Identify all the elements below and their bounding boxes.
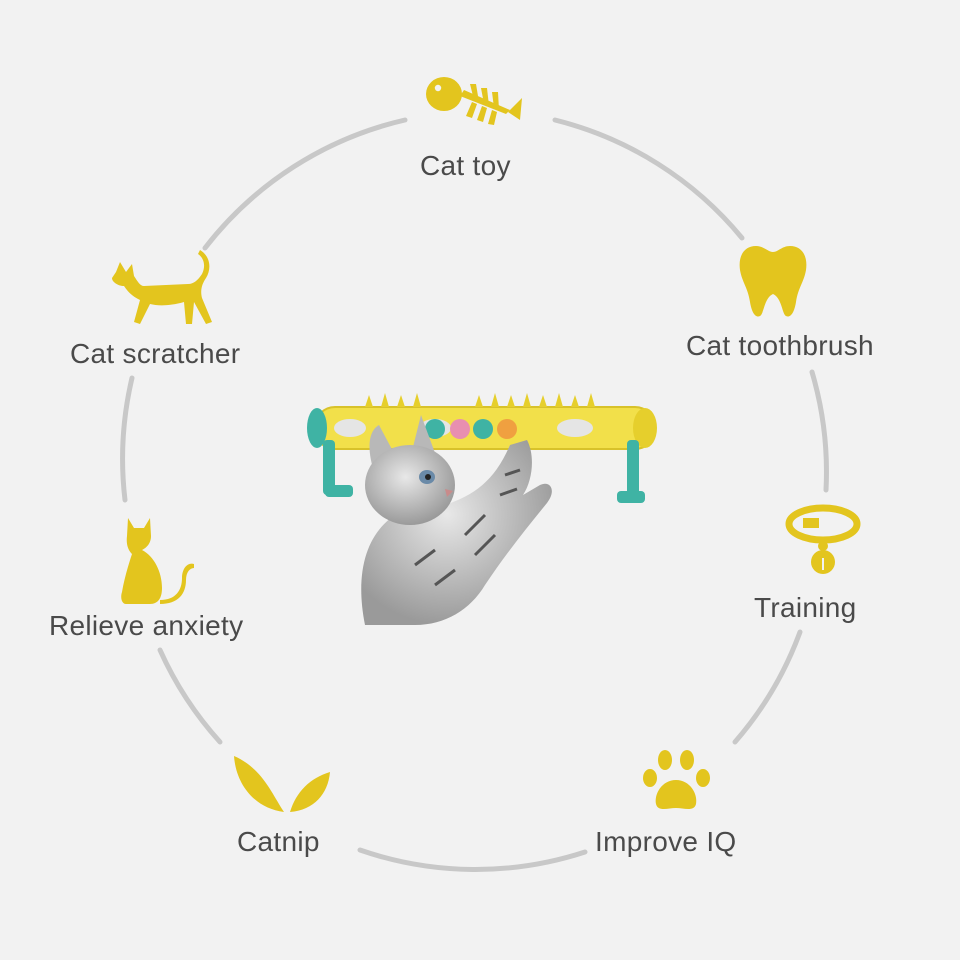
feature-label: Improve IQ — [595, 826, 737, 857]
paw-icon — [643, 750, 710, 809]
ring-segment — [552, 117, 745, 241]
ring-segment — [202, 117, 408, 251]
feature-label: Catnip — [237, 826, 320, 857]
feature-label: Training — [754, 592, 857, 623]
fishbone-icon — [426, 77, 522, 125]
product-photo — [307, 393, 657, 625]
ring-segment — [157, 647, 223, 745]
ring-segment — [732, 629, 803, 745]
walking-cat-icon — [112, 250, 212, 324]
toy-track — [314, 393, 656, 450]
collar-icon — [785, 504, 861, 574]
feature-label: Cat toothbrush — [686, 330, 874, 361]
sitting-cat-icon — [121, 518, 194, 604]
leaf-icon — [234, 756, 330, 812]
ring-segment — [120, 375, 135, 503]
suction-mount — [307, 408, 657, 503]
ring-segment — [357, 847, 588, 872]
kitten — [361, 415, 552, 625]
feature-label: Cat toy — [420, 150, 511, 181]
feature-label: Relieve anxiety — [49, 610, 244, 641]
ring-segment — [809, 369, 829, 493]
feature-label: Cat scratcher — [70, 338, 241, 369]
tooth-icon — [739, 246, 807, 317]
